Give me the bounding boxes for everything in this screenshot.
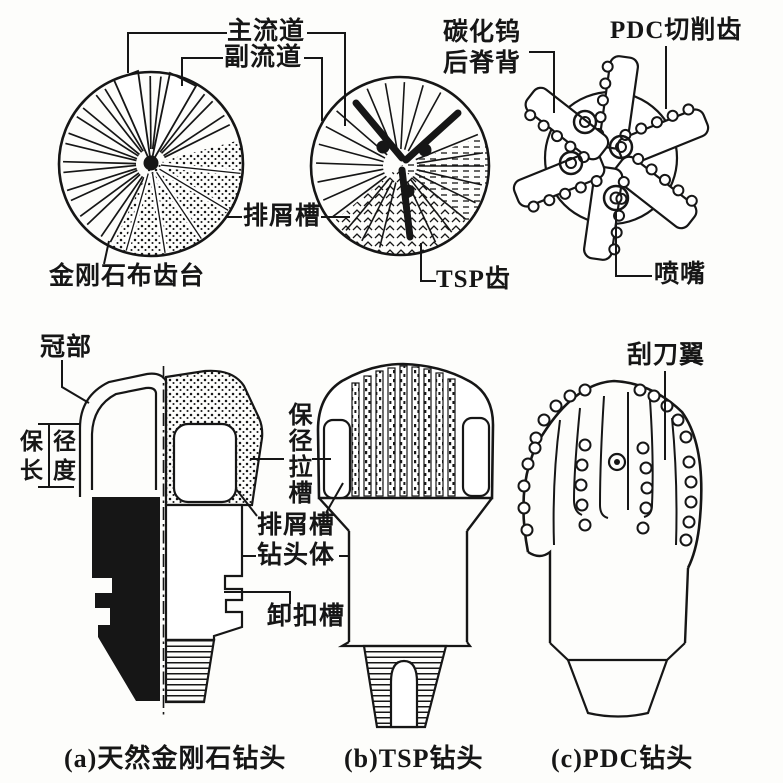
tungsten-carbide-ridge-line1: 碳化钨 — [443, 19, 522, 46]
pdc-bit-top-view-drawing — [510, 52, 712, 264]
pdc-cutter-label: PDC切削齿 — [610, 17, 743, 44]
caption-natural-diamond-bit: (a)天然金刚石钻头 — [64, 744, 287, 773]
gauge-groove-label: 保径拉槽 — [284, 402, 310, 506]
tsp-bit-side-view-drawing — [316, 362, 495, 729]
tungsten-carbide-ridge-line2: 后脊背 — [443, 50, 522, 77]
nozzle-ports — [558, 109, 634, 212]
secondary-channel-label: 副流道 — [224, 44, 303, 71]
chip-groove-top-label: 排屑槽 — [243, 203, 322, 230]
diamond-bit-top-view-drawing — [57, 69, 245, 258]
tsp-bit-top-view-drawing — [309, 75, 491, 257]
scraper-wing-label: 刮刀翼 — [627, 342, 706, 369]
gauge-length-label: 保径 长度 — [20, 427, 86, 485]
bit-body-label: 钻头体 — [257, 542, 336, 569]
gauge-length-line2: 长度 — [20, 458, 86, 483]
breakout-groove-label: 卸扣槽 — [267, 603, 346, 630]
diamond-bit-side-view-drawing — [78, 366, 264, 716]
diamond-pad-label: 金刚石布齿台 — [49, 263, 206, 290]
crown-label: 冠部 — [40, 334, 93, 361]
tsp-tooth-label: TSP齿 — [436, 266, 511, 293]
main-channel-label: 主流道 — [227, 18, 306, 45]
caption-pdc-bit: (c)PDC钻头 — [551, 744, 694, 773]
gauge-length-line1: 保径 — [20, 429, 86, 454]
caption-tsp-bit: (b)TSP钻头 — [344, 744, 484, 773]
gauge-length-bracket — [38, 423, 80, 488]
chip-groove-side-label: 排屑槽 — [257, 512, 336, 539]
leader-lines — [61, 32, 667, 604]
tungsten-carbide-ridge-label: 碳化钨 后脊背 — [443, 17, 521, 79]
nozzle-label: 喷嘴 — [654, 261, 707, 288]
pdc-bit-side-view-drawing — [517, 379, 703, 718]
